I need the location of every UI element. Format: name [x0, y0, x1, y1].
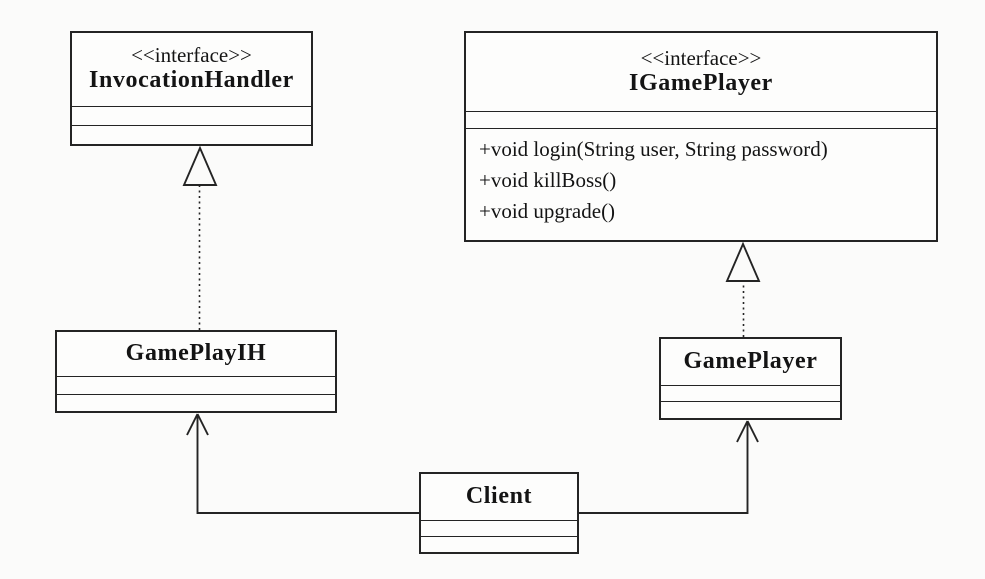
class-header: Client: [421, 474, 577, 520]
open-arrowhead: [186, 413, 209, 436]
class-header: <<interface>> IGamePlayer: [466, 33, 936, 111]
stereotype-label: <<interface>>: [131, 43, 252, 68]
class-box-igameplayer: <<interface>> IGamePlayer +void login(St…: [464, 31, 938, 242]
class-name: IGamePlayer: [629, 69, 773, 96]
association-client-to-gameplayer: [579, 420, 759, 514]
class-box-client: Client: [419, 472, 579, 554]
association-client-to-gameplayih: [186, 413, 419, 514]
attributes-compartment: [57, 376, 335, 394]
methods-compartment: [57, 394, 335, 411]
class-name: GamePlayIH: [125, 340, 267, 367]
association-line: [196, 415, 419, 514]
method-killboss: +void killBoss(): [479, 168, 617, 192]
methods-compartment: [421, 536, 577, 552]
open-arrowhead: [736, 420, 759, 443]
method-upgrade: +void upgrade(): [479, 199, 616, 223]
class-name: InvocationHandler: [89, 67, 294, 94]
class-box-invocation-handler: <<interface>> InvocationHandler: [70, 31, 313, 146]
methods-list: +void login(String user, String password…: [466, 129, 936, 227]
association-line: [579, 422, 749, 514]
realization-gameplayer-to-igameplayer: [725, 241, 761, 337]
methods-compartment: +void login(String user, String password…: [466, 128, 936, 240]
attributes-compartment: [466, 111, 936, 128]
class-name: Client: [465, 483, 533, 510]
class-box-gameplayer: GamePlayer: [659, 337, 842, 420]
class-header: GamePlayer: [661, 339, 840, 385]
class-box-gameplayih: GamePlayIH: [55, 330, 337, 413]
class-header: GamePlayIH: [57, 332, 335, 376]
attributes-compartment: [421, 520, 577, 536]
attributes-compartment: [72, 106, 311, 125]
method-login: +void login(String user, String password…: [479, 137, 828, 161]
realization-gameplayih-to-invocationhandler: [182, 145, 218, 330]
methods-compartment: [661, 401, 840, 418]
class-name: GamePlayer: [683, 348, 818, 375]
attributes-compartment: [661, 385, 840, 401]
stereotype-label: <<interface>>: [640, 45, 762, 70]
hollow-triangle-arrowhead: [725, 241, 761, 282]
hollow-triangle-arrowhead: [182, 145, 218, 186]
methods-compartment: [72, 125, 311, 144]
class-header: <<interface>> InvocationHandler: [72, 33, 311, 106]
